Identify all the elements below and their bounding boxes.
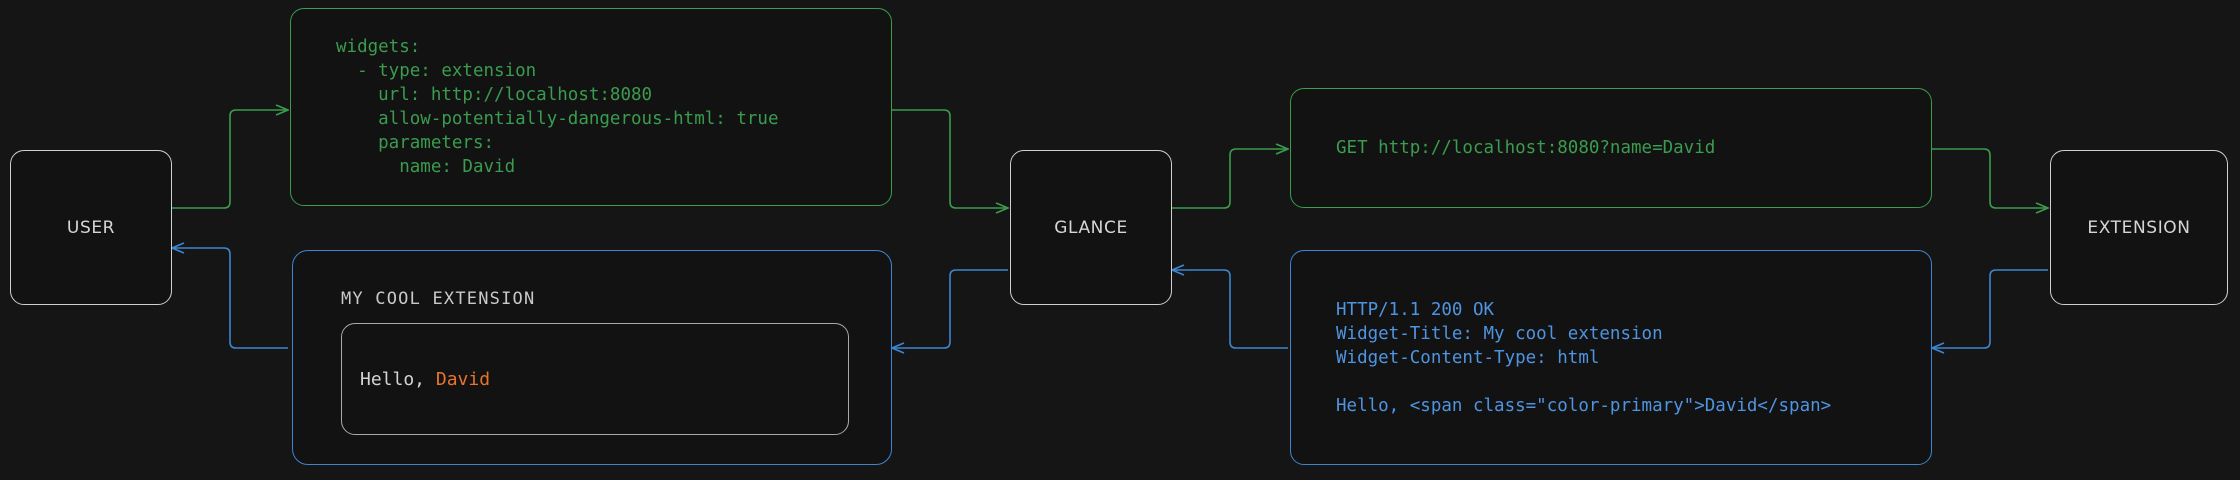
widget-greeting: Hello, David (342, 369, 490, 390)
node-glance[interactable]: GLANCE (1010, 150, 1172, 305)
edge-request-to-extension (1932, 148, 2048, 208)
edge-response-to-glance (1172, 270, 1288, 349)
node-extension[interactable]: EXTENSION (2050, 150, 2228, 305)
widget-greeting-prefix: Hello, (360, 368, 436, 390)
edge-extension-to-response (1932, 269, 2048, 348)
config-yaml-text: widgets: - type: extension url: http://l… (336, 37, 779, 177)
widget-content-frame: Hello, David (341, 323, 849, 435)
edge-glance-to-widget (892, 269, 1008, 348)
widget-title: MY COOL EXTENSION (341, 289, 536, 309)
edge-user-to-config (172, 110, 288, 209)
node-extension-label: EXTENSION (2087, 217, 2191, 238)
node-user[interactable]: USER (10, 150, 172, 305)
box-http-request[interactable]: GET http://localhost:8080?name=David (1290, 88, 1932, 208)
box-http-response[interactable]: HTTP/1.1 200 OK Widget-Title: My cool ex… (1290, 250, 1932, 465)
node-user-label: USER (66, 217, 116, 238)
box-config-yaml[interactable]: widgets: - type: extension url: http://l… (290, 8, 892, 206)
http-response-text: HTTP/1.1 200 OK Widget-Title: My cool ex… (1336, 299, 1832, 416)
edge-widget-to-user (172, 248, 288, 349)
edge-config-to-glance (892, 109, 1008, 208)
http-request-text: GET http://localhost:8080?name=David (1336, 138, 1716, 158)
edge-glance-to-request (1172, 149, 1288, 209)
node-glance-label: GLANCE (1054, 217, 1128, 238)
widget-greeting-name: David (435, 368, 491, 390)
box-rendered-widget[interactable]: MY COOL EXTENSION Hello, David (292, 250, 892, 465)
